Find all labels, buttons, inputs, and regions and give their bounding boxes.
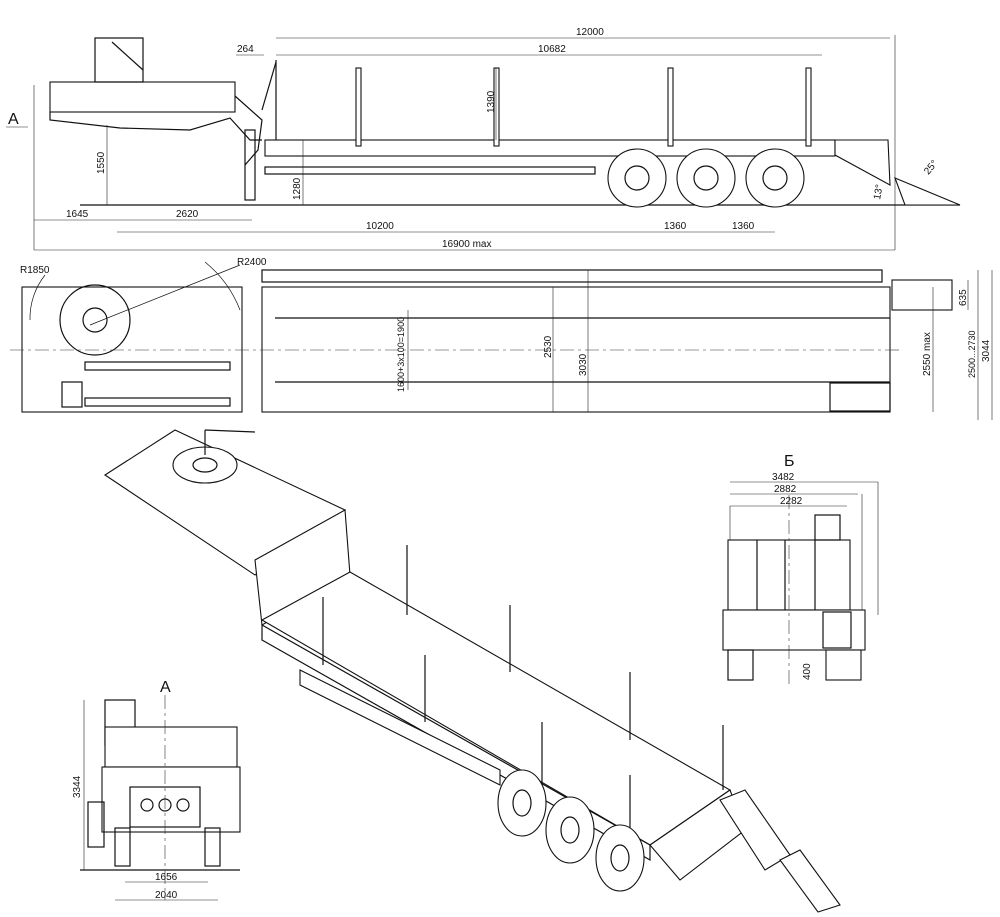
deck-iso bbox=[260, 571, 732, 846]
dim-r1850: R1850 bbox=[20, 265, 50, 276]
side-view: 12000 10682 264 1390 1550 1280 1645 2620… bbox=[6, 27, 961, 251]
stake bbox=[493, 67, 500, 147]
top-view: R1850 R2400 1600+3x100=1900 2530 3030 25… bbox=[10, 257, 993, 420]
dim-ramp-angle: 25° bbox=[922, 158, 940, 177]
stakes bbox=[355, 67, 812, 147]
dim-2040: 2040 bbox=[155, 890, 178, 901]
dim-1280: 1280 bbox=[292, 177, 303, 200]
dim-1656: 1656 bbox=[155, 872, 178, 883]
view-title-a: A bbox=[160, 679, 171, 696]
wheels-iso bbox=[497, 769, 645, 892]
dim-1390: 1390 bbox=[486, 90, 497, 113]
dim-departure-angle: 13° bbox=[872, 184, 885, 201]
dim-3044: 3044 bbox=[981, 339, 992, 362]
dim-2882: 2882 bbox=[774, 484, 797, 495]
ramp-upper bbox=[834, 139, 891, 186]
stake bbox=[805, 67, 812, 147]
dim-264: 264 bbox=[237, 44, 254, 55]
crane-frame bbox=[94, 37, 144, 83]
front-view: A 3344 1656 2040 bbox=[72, 679, 241, 901]
dim-635: 635 bbox=[958, 289, 969, 306]
dim-2620: 2620 bbox=[176, 209, 199, 220]
dim-10200: 10200 bbox=[366, 221, 394, 232]
landing-leg bbox=[244, 129, 256, 201]
spare-wheel bbox=[59, 284, 131, 356]
ramp-iso bbox=[779, 849, 841, 913]
dim-2282: 2282 bbox=[780, 496, 803, 507]
deck-top bbox=[261, 286, 891, 413]
dim-16900-max: 16900 max bbox=[442, 239, 491, 250]
wheel bbox=[607, 148, 667, 208]
wheels bbox=[607, 148, 805, 208]
dim-2530: 2530 bbox=[543, 335, 554, 358]
stake bbox=[355, 67, 362, 147]
ramp-top bbox=[891, 279, 953, 311]
wheel bbox=[676, 148, 736, 208]
dim-1360-b: 1360 bbox=[732, 221, 755, 232]
view-title-b: Б bbox=[784, 453, 795, 470]
dim-ramp-track: 2500...2730 bbox=[967, 330, 977, 378]
dim-2550-max: 2550 max bbox=[922, 332, 933, 376]
perspective-view bbox=[103, 429, 841, 913]
front-upper bbox=[104, 726, 238, 768]
ramp-lower bbox=[894, 177, 961, 206]
stakes-iso bbox=[322, 545, 724, 840]
dim-stake-pitch: 1600+3x100=1900 bbox=[396, 317, 406, 392]
deck bbox=[264, 139, 836, 157]
dim-10682: 10682 bbox=[538, 44, 566, 55]
rear-view: Б 3482 2882 2282 400 bbox=[722, 453, 879, 685]
dim-1360-a: 1360 bbox=[664, 221, 687, 232]
wheel bbox=[745, 148, 805, 208]
dim-3344: 3344 bbox=[72, 775, 83, 798]
view-marker-a: A bbox=[8, 111, 19, 128]
dim-1550: 1550 bbox=[96, 151, 107, 174]
dim-1645: 1645 bbox=[66, 209, 89, 220]
gooseneck-platform bbox=[49, 81, 236, 113]
stake bbox=[667, 67, 674, 147]
dim-3482: 3482 bbox=[772, 472, 795, 483]
dim-400: 400 bbox=[802, 663, 813, 680]
dim-12000: 12000 bbox=[576, 27, 604, 38]
gooseneck-top bbox=[21, 286, 243, 413]
side-rail bbox=[261, 269, 883, 283]
dim-3030: 3030 bbox=[578, 353, 589, 376]
rear-body bbox=[722, 609, 866, 651]
front-body bbox=[101, 766, 241, 833]
dim-r2400: R2400 bbox=[237, 257, 267, 268]
